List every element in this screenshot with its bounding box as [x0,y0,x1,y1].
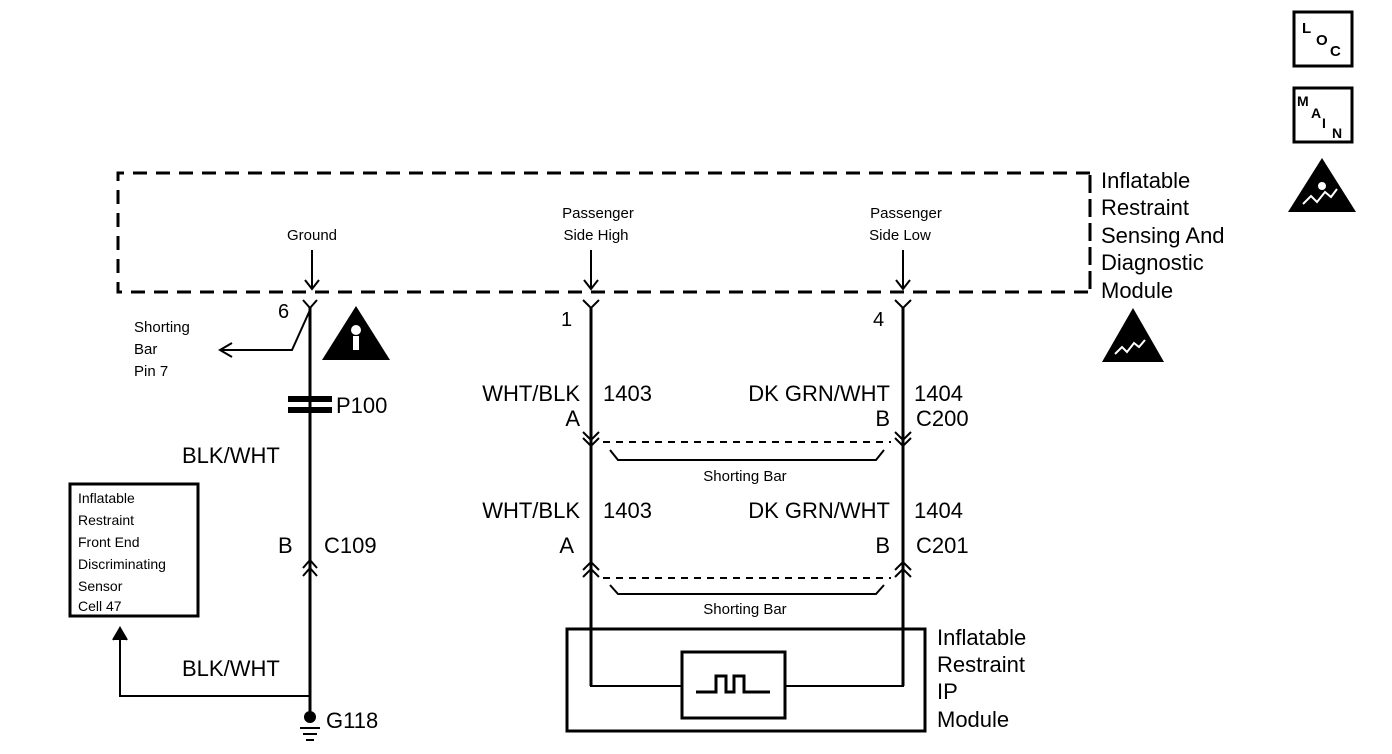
ground-symbol-icon [300,711,320,741]
c109-pin: B [278,533,293,558]
svg-text:Front End: Front End [78,534,139,550]
ground-wire-color-bottom: BLK/WHT [182,656,280,681]
sdm-outline [116,171,1090,294]
svg-text:Shorting: Shorting [134,319,190,336]
c201-left-circuit: 1403 [603,498,652,523]
c200-label: C200 [916,406,969,431]
sensor-ground-arrow [112,626,128,641]
svg-text:Sensor: Sensor [78,578,123,594]
front-sensor-label: Inflatable Restraint Front End Discrimin… [78,490,166,614]
main-letter-2: A [1311,105,1321,121]
pin-low: 4 [873,309,884,331]
c201-left-wire: WHT/BLK [482,498,580,523]
svg-text:Restraint: Restraint [1101,195,1189,220]
ground-label: G118 [326,708,378,733]
sensor-ground-branch [119,630,310,697]
esd-warning-icon[interactable] [1288,158,1356,212]
svg-text:Inflatable: Inflatable [937,625,1026,650]
svg-text:Module: Module [937,707,1009,732]
c200-left-wire: WHT/BLK [482,381,580,406]
c200-left-pin: A [565,406,580,431]
svg-text:Inflatable: Inflatable [1101,168,1190,193]
caution-icon [322,306,390,360]
ground-wire-color-top: BLK/WHT [182,443,280,468]
c200-right-wire: DK GRN/WHT [748,381,890,406]
loc-letter-1: L [1302,20,1311,37]
main-letter-4: N [1332,125,1342,141]
splice-label: P100 [336,393,387,418]
svg-text:Restraint: Restraint [937,652,1025,677]
shorting-bar-branch [222,309,311,351]
pin-ground: 6 [278,301,289,323]
c201-shorting-bracket [609,584,885,595]
c201-shorting-label: Shorting Bar [703,601,786,618]
terminal-arrows [304,250,911,291]
p100-splice-symbol [288,396,332,413]
pin-high: 1 [561,309,572,331]
svg-text:Restraint: Restraint [78,512,134,528]
squib-resistor-icon [696,674,770,694]
svg-text:IP: IP [937,679,958,704]
svg-text:Module: Module [1101,278,1173,303]
esd-symbol-icon [1102,308,1164,362]
main-letter-3: I [1322,115,1326,131]
svg-text:Sensing And: Sensing And [1101,223,1225,248]
svg-text:Cell 47: Cell 47 [78,598,122,614]
c201-right-pin: B [875,533,890,558]
c201-label: C201 [916,533,969,558]
svg-text:Inflatable: Inflatable [78,490,135,506]
loc-icon[interactable]: L O C [1292,10,1354,68]
ip-module-wire-left [590,629,682,687]
sdm-label: Inflatable Restraint Sensing And Diagnos… [1101,168,1225,303]
ip-module-box [565,627,927,733]
terminal-label-low-2: Side Low [869,227,931,244]
terminal-label-low-1: Passenger [870,205,942,222]
c109-connector-symbol [302,558,318,577]
terminal-label-ground: Ground [287,227,337,244]
c200-right-pin: B [875,406,890,431]
c201-connector-symbol [582,560,912,578]
c200-shorting-bracket [609,449,885,461]
loc-letter-2: O [1316,32,1328,49]
shorting-bar-arrow [218,342,233,358]
c200-right-circuit: 1404 [914,381,963,406]
shorting-bar-pin-label: Shorting Bar Pin 7 [134,319,190,380]
terminal-label-high-1: Passenger [562,205,634,222]
svg-text:Pin 7: Pin 7 [134,363,168,380]
c109-label: C109 [324,533,377,558]
c201-left-pin: A [559,533,574,558]
terminal-label-high-2: Side High [563,227,628,244]
main-icon[interactable]: M A I N [1292,86,1354,144]
loc-letter-3: C [1330,43,1341,60]
ip-module-wire-right [785,629,904,687]
front-sensor-box [68,482,200,618]
svg-text:Diagnostic: Diagnostic [1101,250,1204,275]
sdm-connector-pins [302,299,912,310]
c201-right-circuit: 1404 [914,498,963,523]
ip-module-label: Inflatable Restraint IP Module [937,625,1026,732]
main-letter-1: M [1297,93,1309,109]
c200-left-circuit: 1403 [603,381,652,406]
c201-right-wire: DK GRN/WHT [748,498,890,523]
c200-connector-symbol [582,431,912,448]
svg-text:Bar: Bar [134,341,157,358]
svg-text:Discriminating: Discriminating [78,556,166,572]
c200-shorting-label: Shorting Bar [703,468,786,485]
